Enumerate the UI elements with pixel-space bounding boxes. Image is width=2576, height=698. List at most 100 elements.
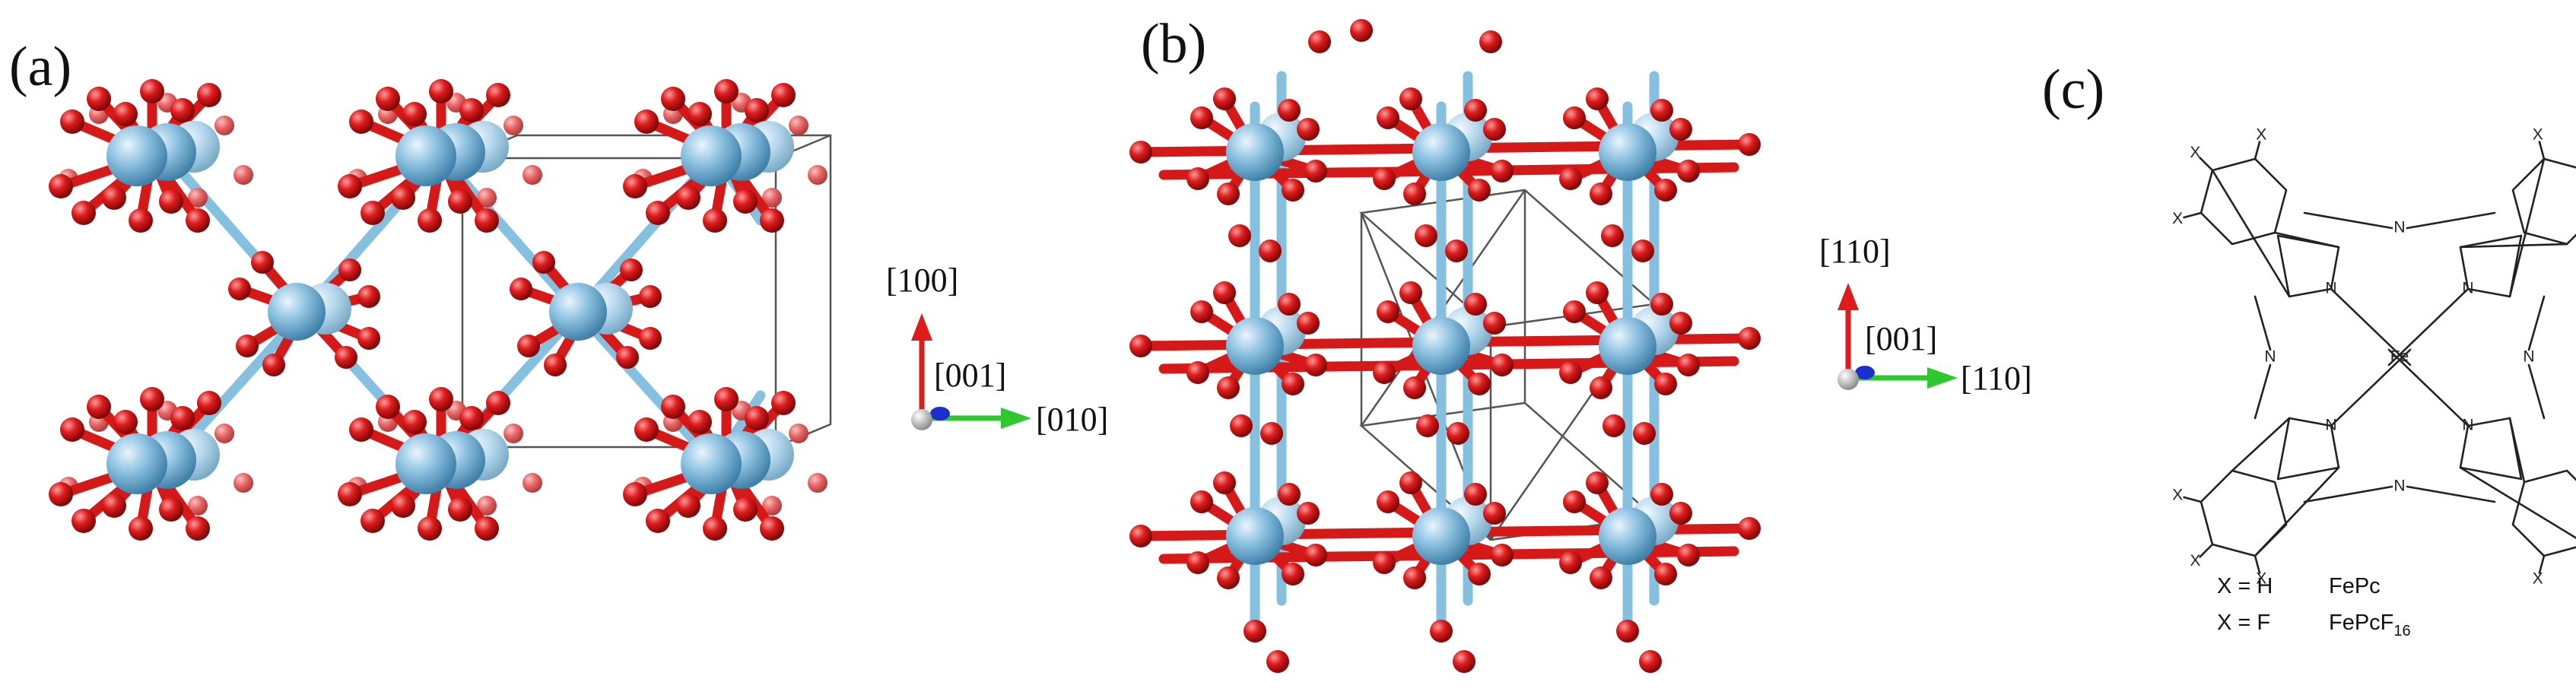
panel-b-axis-right-label: [110] (1961, 360, 2032, 397)
oxygen-atom (808, 165, 827, 185)
oxygen-atom (1373, 167, 1396, 190)
oxygen-atom (1282, 179, 1304, 201)
substituent-x-label: X (2256, 570, 2266, 587)
meso-bridge-bond (2303, 485, 2393, 503)
oxygen-atom (459, 98, 484, 122)
panel-a-axis-up-label: [100] (886, 262, 958, 299)
oxygen-atom (1633, 422, 1656, 445)
oxygen-atom (1586, 87, 1609, 110)
oxygen-atom (1559, 167, 1582, 190)
axis-up-arrow-icon (911, 313, 932, 341)
panel-b: (b) [110] [001] [110] (1129, 13, 2032, 673)
oxygen-atom (429, 387, 453, 411)
legend-row-2-compound-base: FePcF (2329, 611, 2393, 635)
oxygen-atom (159, 497, 183, 522)
substituent-bond (2199, 157, 2214, 172)
oxygen-atom (1304, 354, 1327, 376)
iron-atom (1412, 317, 1470, 375)
iron-atom (268, 283, 326, 341)
iron-atom (1599, 507, 1656, 565)
panel-a-axis-triad: [100] [001] [010] (886, 262, 1108, 438)
oxygen-atom (87, 87, 111, 111)
oxygen-atom (376, 87, 400, 111)
panel-c-label: (c) (2042, 59, 2104, 121)
oxygen-atom (1631, 240, 1654, 262)
oxygen-atom (113, 410, 138, 434)
oxygen-atom (188, 188, 208, 208)
oxygen-atom (616, 346, 639, 369)
iron-atom (1599, 317, 1656, 375)
panel-c: (c) XXXNXXXNXXXNXXXNNNNNFe X = H FePc X … (2042, 59, 2576, 639)
oxygen-atom (1602, 414, 1625, 437)
oxygen-atom (808, 473, 827, 493)
oxygen-atom (335, 346, 357, 369)
oxygen-atom (1304, 160, 1327, 182)
oxygen-atom (188, 496, 208, 516)
oxygen-atom (49, 174, 73, 198)
oxygen-atom (197, 83, 221, 107)
oxygen-atom (1217, 376, 1240, 399)
oxygen-atom (1590, 182, 1612, 205)
axis-origin-icon (1838, 369, 1859, 390)
substituent-bond (2183, 211, 2203, 219)
oxygen-atom (1590, 566, 1612, 589)
iron-atom (1226, 123, 1284, 181)
oxygen-atom (233, 473, 253, 493)
oxygen-atom (1213, 87, 1236, 110)
benzene-ring (2200, 469, 2288, 557)
oxygen-atom (349, 109, 373, 134)
substituent-bond (2254, 554, 2261, 574)
panel-b-axis-up-label: [110] (1819, 233, 1891, 270)
ring-fusion-bond (2231, 417, 2291, 472)
oxygen-atom (1479, 30, 1502, 53)
oxygen-atom (1586, 471, 1609, 494)
oxygen-atom (102, 186, 126, 210)
oxygen-atom (1586, 281, 1609, 304)
oxygen-atom (233, 165, 253, 185)
iron-atom (395, 125, 456, 186)
axis-up-arrow-icon (1838, 283, 1859, 310)
pyrrole-ring (2276, 417, 2340, 481)
oxygen-atom (1464, 483, 1487, 506)
oxygen-atom (620, 259, 643, 281)
meso-bridge-bond (2527, 295, 2546, 351)
oxygen-atom (357, 327, 380, 350)
oxygen-atom (1399, 87, 1422, 110)
oxygen-atom (1304, 544, 1327, 566)
oxygen-atom (714, 387, 738, 411)
pyrrole-n-label: N (2325, 280, 2336, 297)
panel-b-axis-triad: [110] [001] [110] (1819, 233, 2032, 397)
oxygen-atom (402, 410, 427, 434)
oxygen-atom (448, 497, 472, 522)
oxygen-atom (129, 208, 153, 233)
oxygen-atom (1559, 551, 1582, 574)
oxygen-atom (1190, 300, 1213, 323)
oxygen-atom (357, 285, 380, 308)
oxygen-atom (688, 410, 712, 434)
substituent-x-label: X (2533, 126, 2543, 144)
legend-row-2-substituent: X = F (2217, 611, 2270, 635)
panel-a: (a) [100] [001] [010] (9, 36, 1108, 541)
oxygen-atom (1129, 335, 1152, 357)
oxygen-atom (159, 189, 183, 214)
pyrrole-n-label: N (2462, 417, 2473, 434)
n-fe-bond (2330, 348, 2412, 427)
fe-fe-chain-bond (573, 306, 720, 469)
oxygen-atom (1282, 563, 1304, 585)
oxygen-atom (639, 327, 662, 350)
oxygen-atom (1190, 106, 1213, 129)
oxygen-atom (1650, 99, 1673, 122)
oxygen-atom (1650, 483, 1673, 506)
oxygen-atom (1468, 563, 1491, 585)
oxygen-atom (503, 116, 523, 135)
oxygen-atom (1278, 293, 1301, 316)
oxygen-atom (646, 201, 670, 225)
oxygen-atom (1416, 414, 1439, 437)
n-fe-bond (2330, 287, 2412, 366)
oxygen-atom (1559, 361, 1582, 384)
phthalocyanine-atom-labels: XXXNXXXNXXXNXXXNNNNNFe (2172, 126, 2543, 588)
oxygen-atom (661, 87, 685, 111)
oxygen-atom (71, 201, 96, 225)
oxygen-atom (1399, 471, 1422, 494)
oxygen-atom (544, 354, 567, 376)
